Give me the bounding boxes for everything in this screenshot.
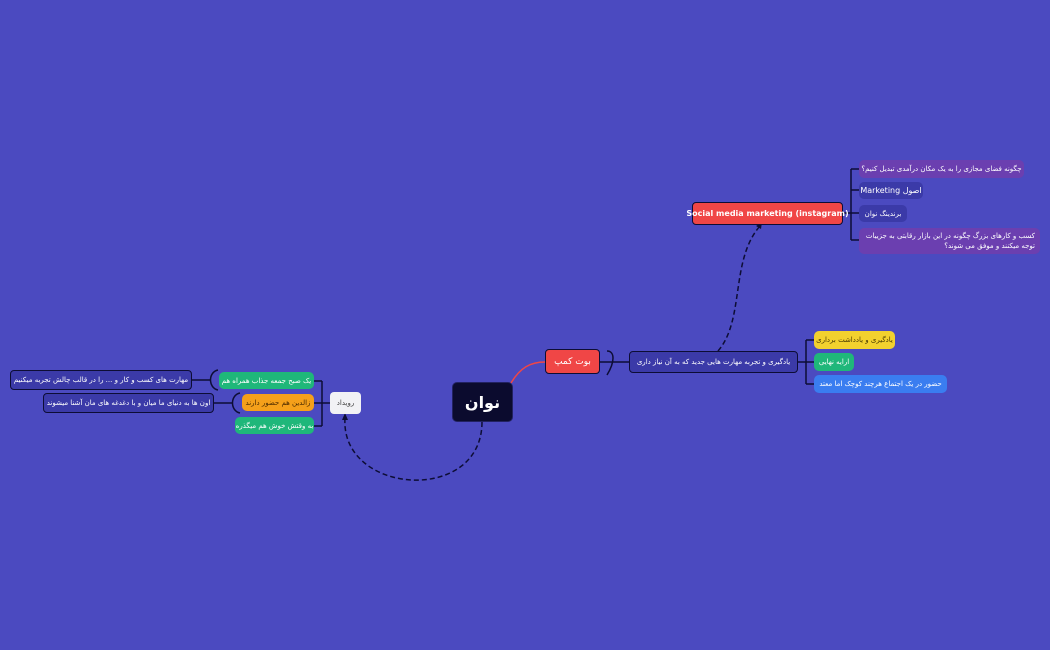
arrow-to-event [342, 413, 348, 420]
event-node[interactable]: رویداد [330, 392, 361, 414]
smm-item-income[interactable]: چگونه فضای مجازی را به یک مکان درآمدی تب… [859, 160, 1024, 178]
smm-item-marketing[interactable]: Marketing اصول [859, 182, 923, 199]
smm-node[interactable]: Social media marketing (instagram) [686, 202, 849, 225]
bracket-tag1 [209, 369, 219, 391]
learning-tag-community[interactable]: حضور در یک اجتماع هرچند کوچک اما معتد [814, 375, 947, 393]
bracket-tag2 [231, 392, 241, 414]
event-tag-parents[interactable]: زالدین هم حضور دارند [242, 394, 314, 411]
smm-item-big-business[interactable]: کسب و کارهای بزرگ چگونه در این بازار رقا… [859, 228, 1040, 254]
learning-tag-presentation[interactable]: ارایه نهایی [814, 353, 854, 371]
connector-central-bootcamp [510, 361, 546, 384]
learning-tag-notes[interactable]: یادگیری و یادداشت برداری [814, 331, 895, 349]
event-note-skills[interactable]: مهارت های کسب و کار و ... را در قالب چال… [10, 370, 192, 390]
event-tag-friday[interactable]: یک صبح جمعه جذاب همراه هم [219, 372, 314, 389]
bracket-learning [798, 339, 814, 385]
event-tag-fun[interactable]: به وقتش خوش هم میگذره [235, 417, 314, 434]
bracket-event [314, 380, 330, 427]
central-topic[interactable]: نوان [452, 382, 513, 422]
event-note-world[interactable]: اون ها به دنیای ما میان و با دغدغه های م… [43, 393, 214, 413]
connector-learning-smm [717, 225, 761, 352]
connector-central-event [344, 417, 483, 481]
smm-item-branding[interactable]: برندینگ نوان [859, 205, 907, 222]
bootcamp-node[interactable]: بوت کمپ [545, 349, 600, 374]
bracket-smm [843, 168, 859, 241]
learning-node[interactable]: یادگیری و تجربه مهارت هایی جدید که به آن… [629, 351, 798, 373]
bracket-bootcamp [606, 350, 614, 376]
